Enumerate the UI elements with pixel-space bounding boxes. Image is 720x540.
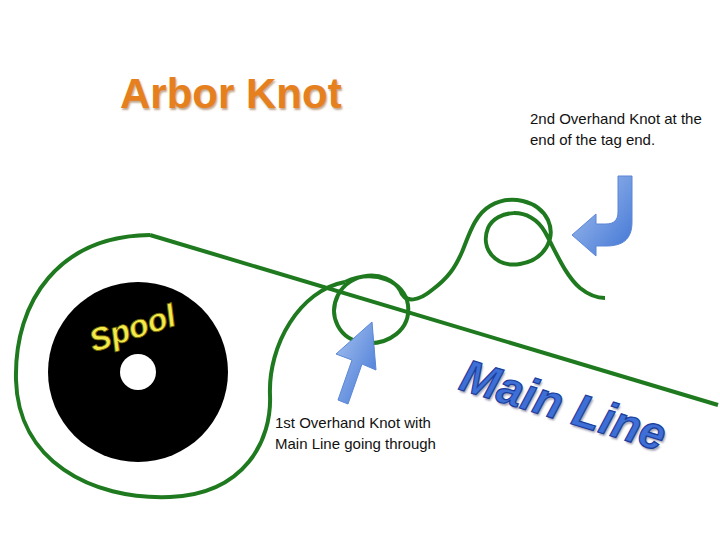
line-loop: [16, 235, 345, 497]
second-overhand-knot: [400, 200, 605, 300]
callout-note: 2nd Overhand Knot at the end of the tag …: [530, 108, 715, 150]
spool-disc: Spool: [46, 280, 230, 464]
pointer-arrow: [572, 176, 632, 256]
spool-body: [48, 282, 228, 462]
callout-note: 1st Overhand Knot with Main Line going t…: [275, 412, 450, 454]
pointer-arrow: [336, 322, 376, 404]
line-label: Main Line: [454, 348, 673, 462]
main-line: [150, 235, 718, 405]
diagram-title: Arbor Knot: [120, 70, 342, 118]
spool-hole: [120, 354, 156, 390]
